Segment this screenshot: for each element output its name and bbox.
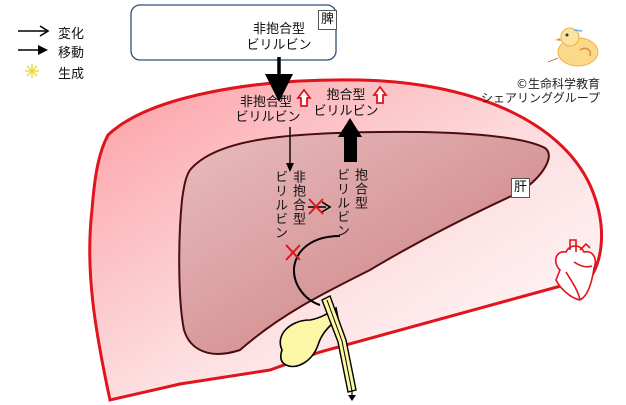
- legend-label-change: 変化: [58, 27, 85, 42]
- bile-duct-inner-line: [326, 299, 353, 392]
- legend-label-move: 移動: [58, 46, 85, 61]
- move-arrow-liver-to-blood-head: [338, 118, 362, 137]
- liver-conjugated-vertical-a: 抱合型: [352, 168, 367, 210]
- liver-conjugated-vertical-b: ビリルビン: [334, 168, 349, 238]
- gallbladder: [279, 306, 339, 368]
- credit-line2: シェアリンググループ: [480, 91, 600, 105]
- bile-out-arrow-head: [348, 395, 356, 401]
- liver-unconjugated-vertical-a: 非抱合型: [290, 170, 305, 226]
- blood-unconjugated-line2: ビリルビン: [235, 110, 301, 125]
- red-x-icon-excretion: [285, 244, 301, 261]
- move-arrow-liver-to-blood-shaft: [344, 135, 357, 162]
- blood-conjugated-line2: ビリルビン: [313, 104, 379, 119]
- up-arrow-outline-icon-unconjugated: [296, 88, 312, 107]
- change-arrow-conjugation-head: [321, 201, 332, 213]
- blood-unconjugated-line1: 非抱合型: [239, 95, 292, 110]
- move-arrow-blood-to-liver-head: [286, 163, 294, 172]
- up-arrow-outline-icon-conjugated: [372, 85, 388, 104]
- spleen-bilirubin-line2: ビリルビン: [246, 38, 312, 53]
- legend-item-change: 変化: [58, 23, 84, 42]
- spleen-box: [130, 4, 337, 61]
- legend-item-generate: 生成: [58, 63, 84, 82]
- bile-excretion-path: [292, 235, 341, 306]
- credit-line1: ©生命科学教育: [515, 77, 600, 91]
- red-x-icon-conjugation: [308, 198, 324, 215]
- spleen-tag: 脾: [318, 10, 338, 30]
- filled-arrow-icon-head: [38, 45, 48, 55]
- chick-logo: [547, 27, 599, 67]
- sparkle-icon: [25, 64, 39, 78]
- credit-text: ©生命科学教育 シェアリンググループ: [481, 77, 600, 105]
- legend-label-generate: 生成: [58, 67, 85, 82]
- heart-icon: [554, 239, 597, 301]
- legend-item-move: 移動: [58, 42, 84, 61]
- liver-unconjugated-vertical-b: ビリルビン: [272, 170, 287, 240]
- blood-conjugated-line1: 抱合型: [326, 88, 366, 103]
- open-arrow-icon-head: [39, 25, 50, 37]
- spleen-bilirubin-line1: 非抱合型: [252, 22, 305, 37]
- liver-tag: 肝: [511, 178, 531, 198]
- liver-shape: [178, 130, 550, 355]
